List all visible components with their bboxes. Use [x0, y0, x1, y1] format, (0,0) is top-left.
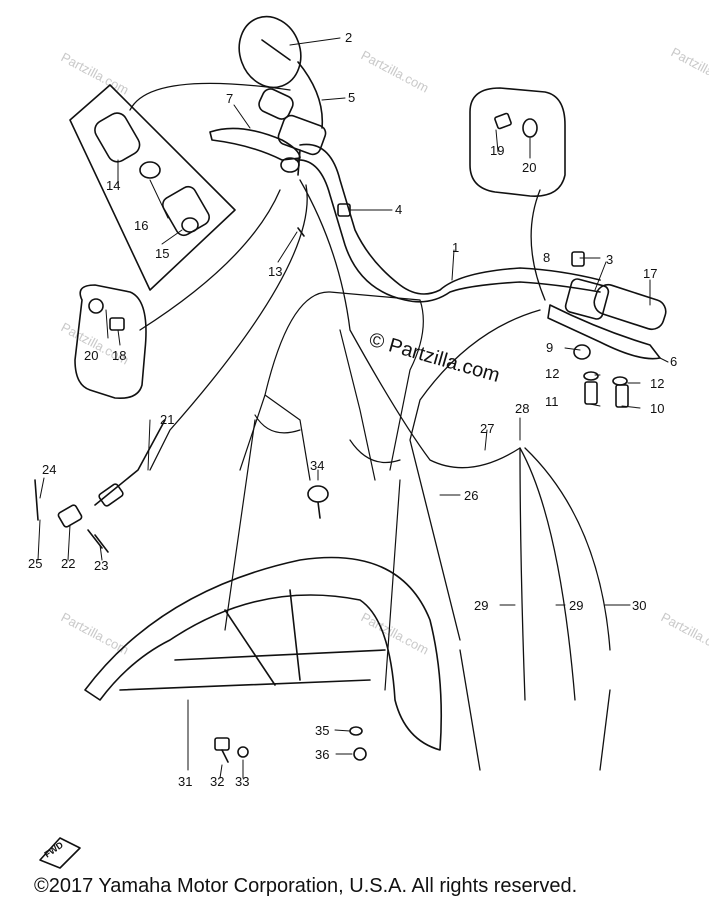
callout-10: 10	[650, 401, 664, 416]
fork-assembly	[224, 291, 424, 691]
callout-29b: 29	[569, 598, 583, 613]
faint-watermark: Partzilla.com	[59, 49, 132, 97]
copyright-notice: ©2017 Yamaha Motor Corporation, U.S.A. A…	[34, 875, 578, 897]
callout-28: 28	[515, 401, 529, 416]
right-throttle-assembly	[547, 251, 667, 408]
callout-32: 32	[210, 774, 224, 789]
callout-16: 16	[134, 218, 148, 233]
callout-26: 26	[464, 488, 478, 503]
fwd-marker-label: FWD	[42, 839, 65, 859]
callout-24: 24	[42, 462, 56, 477]
left-lever-assembly	[209, 88, 327, 173]
faint-watermark: Partzilla.com	[669, 44, 709, 92]
callout-3: 3	[606, 252, 613, 267]
callout-29a: 29	[474, 598, 488, 613]
callout-6: 6	[670, 354, 677, 369]
callout-15: 15	[155, 246, 169, 261]
callout-18: 18	[112, 348, 126, 363]
callout-7: 7	[226, 91, 233, 106]
callout-27: 27	[480, 421, 494, 436]
fwd-marker-icon	[39, 837, 81, 869]
callout-22: 22	[61, 556, 75, 571]
front-fender	[84, 556, 443, 751]
handlebar	[295, 143, 601, 303]
mirror-right	[469, 87, 566, 197]
callout-20a: 20	[84, 348, 98, 363]
callout-14: 14	[106, 178, 120, 193]
mirror-left	[238, 15, 324, 129]
callout-5: 5	[348, 90, 355, 105]
callout-23: 23	[94, 558, 108, 573]
callout-31: 31	[178, 774, 192, 789]
callout-33: 33	[235, 774, 249, 789]
callout-17: 17	[643, 266, 657, 281]
leader-lines	[37, 37, 669, 779]
callout-30: 30	[632, 598, 646, 613]
callout-12a: 12	[545, 366, 559, 381]
callout-8: 8	[543, 250, 550, 265]
callout-labels: 1 2 3 4 5 6 7 8 9 10 11 12 12 13 14 15 1…	[28, 30, 677, 789]
callout-9: 9	[546, 340, 553, 355]
callout-13: 13	[268, 264, 282, 279]
callout-34: 34	[310, 458, 324, 473]
inset-mirror-screws	[74, 284, 147, 400]
small-fasteners	[94, 203, 367, 763]
callout-36: 36	[315, 747, 329, 762]
callout-2: 2	[345, 30, 352, 45]
inset-grip-group	[69, 84, 236, 291]
callout-11: 11	[545, 394, 559, 409]
callout-21: 21	[160, 412, 174, 427]
faint-watermark: Partzilla.com	[359, 47, 432, 95]
callout-35: 35	[315, 723, 329, 738]
callout-12b: 12	[650, 376, 664, 391]
cable-routing	[129, 82, 611, 771]
callout-25: 25	[28, 556, 42, 571]
speedometer-cable-end	[34, 419, 166, 549]
callout-19: 19	[490, 143, 504, 158]
callout-1: 1	[452, 240, 459, 255]
faint-watermark: Partzilla.com	[659, 609, 709, 657]
callout-20b: 20	[522, 160, 536, 175]
callout-4: 4	[395, 202, 402, 217]
